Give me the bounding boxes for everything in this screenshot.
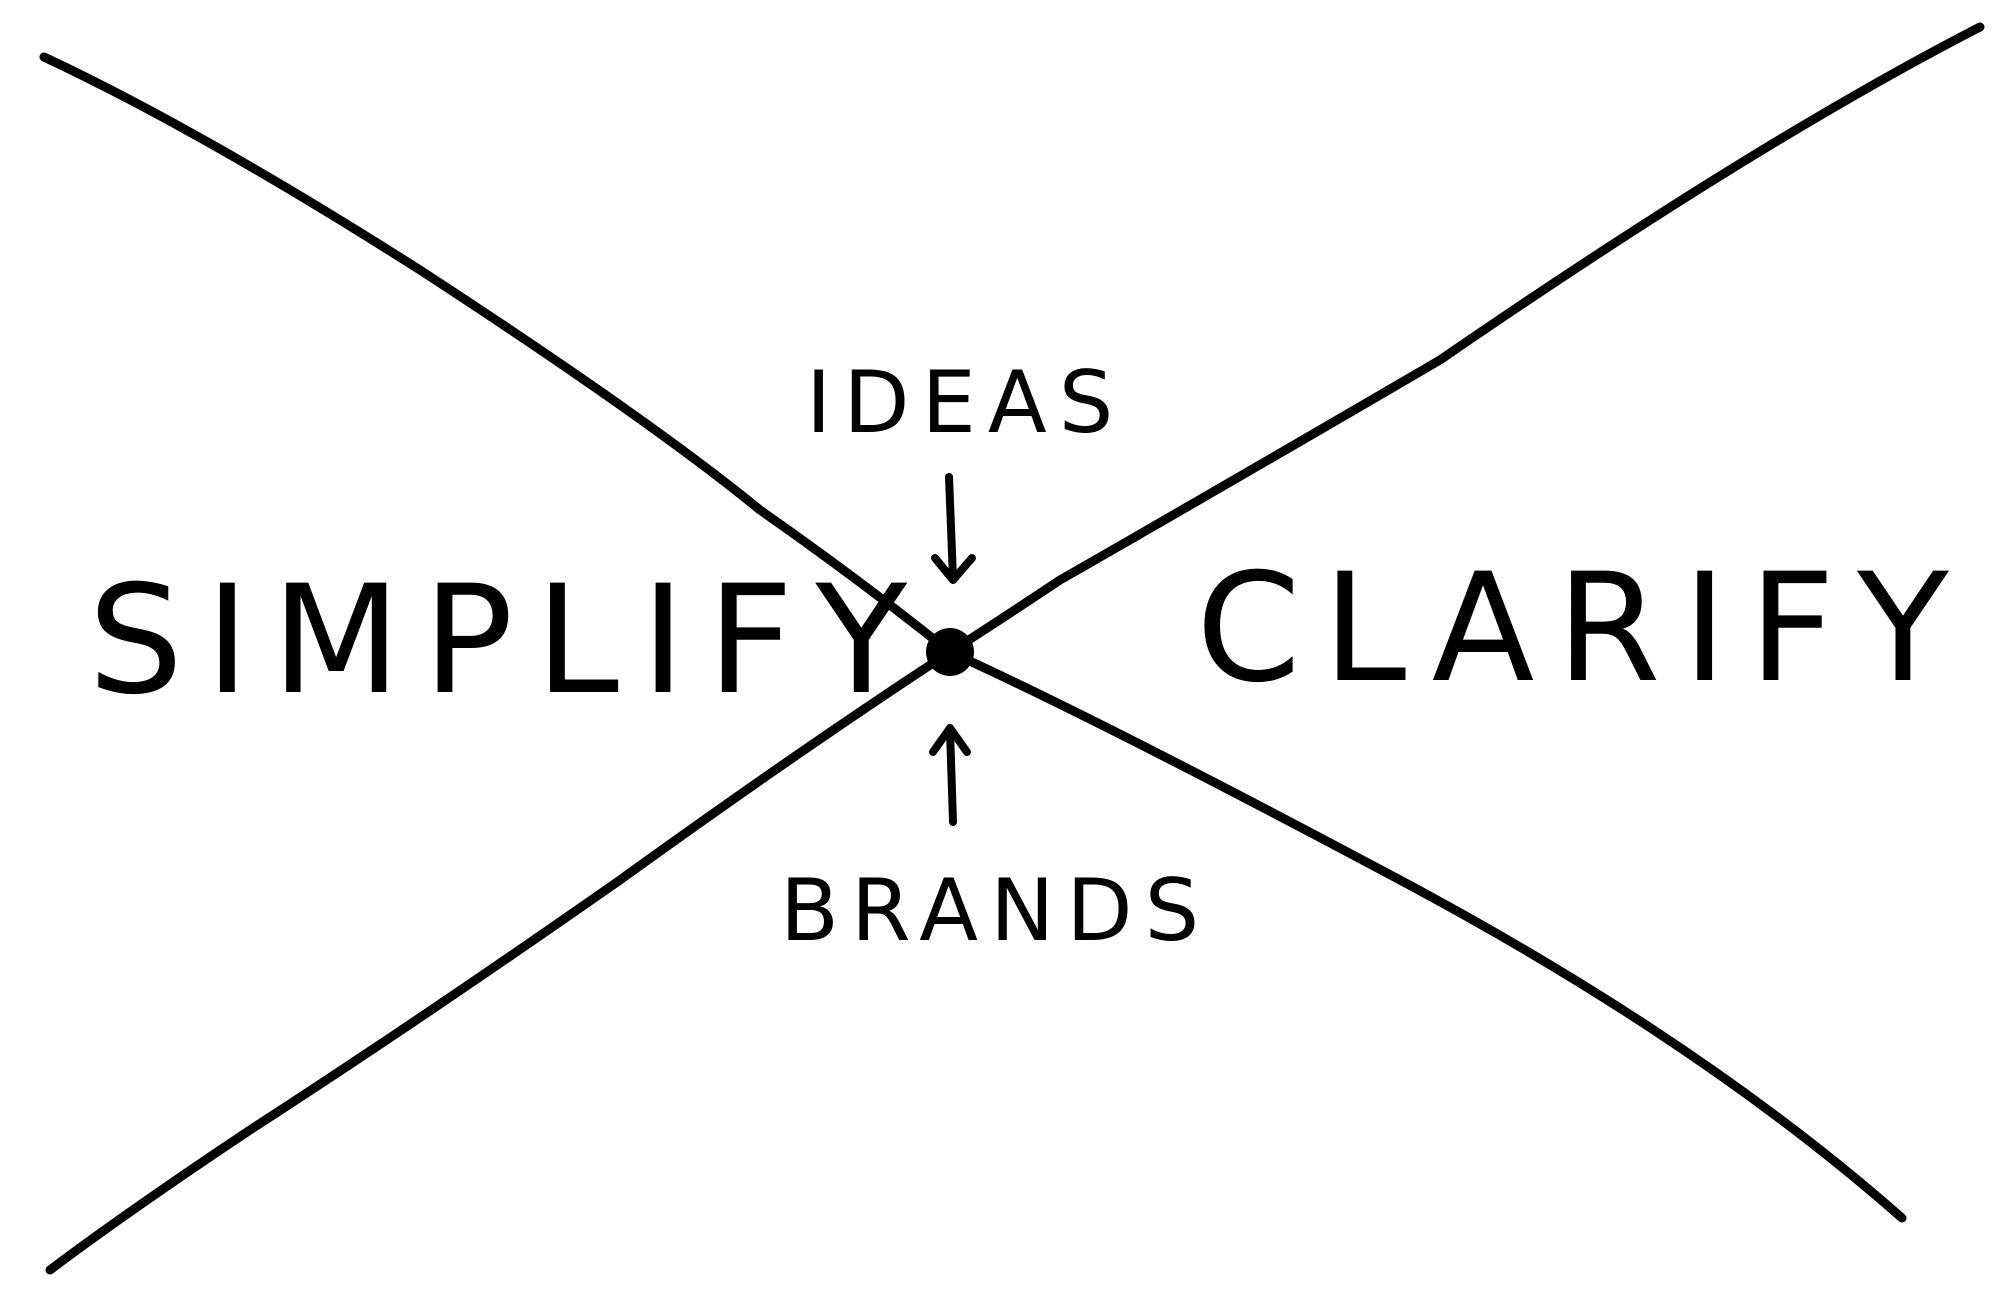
line-top-right: [945, 22, 1985, 657]
label-ideas: IDEAS: [806, 353, 1125, 453]
label-clarify: CLARIFY: [1196, 542, 1971, 716]
label-simplify: SIMPLIFY: [88, 554, 929, 728]
down-arrow-icon: [931, 473, 976, 584]
center-dot: [926, 628, 974, 676]
line-top-left: [39, 52, 955, 657]
label-brands: BRANDS: [780, 861, 1211, 961]
up-arrow-icon: [929, 724, 971, 826]
line-bottom-right: [945, 647, 1907, 1223]
line-bottom-left: [45, 647, 955, 1275]
